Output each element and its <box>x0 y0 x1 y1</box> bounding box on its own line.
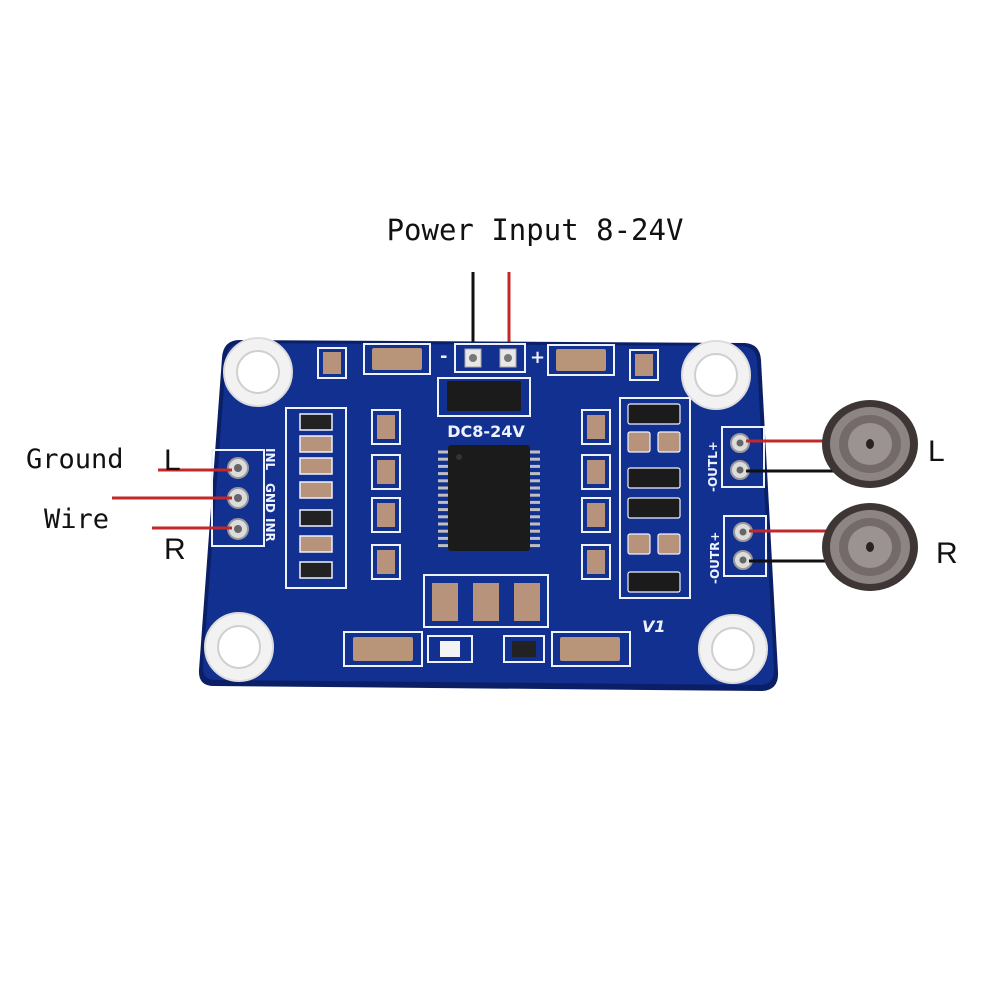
input-pin-inr: INR <box>263 518 277 542</box>
out-left-silkscreen: -OUTL+ <box>706 441 720 492</box>
smd-component <box>299 481 333 499</box>
output-component <box>627 571 681 593</box>
capacitor <box>377 550 395 574</box>
power-plus-sign: + <box>530 347 545 368</box>
smd-component <box>299 435 333 453</box>
ground-label: Ground <box>26 444 124 475</box>
input-components <box>285 407 347 589</box>
smd-component <box>299 509 333 527</box>
amplifier-ic <box>438 445 540 551</box>
capacitor <box>377 460 395 484</box>
chip-side-components <box>371 409 611 580</box>
top-components <box>317 343 659 381</box>
power-input-label: Power Input 8-24V <box>387 213 684 247</box>
speaker-right <box>822 503 918 591</box>
bottom-components <box>343 574 631 667</box>
capacitor <box>587 460 605 484</box>
power-header: - + <box>440 343 545 373</box>
smd-component <box>299 561 333 579</box>
out-right-silkscreen: -OUTR+ <box>708 532 722 584</box>
capacitor <box>377 503 395 527</box>
output-components <box>619 397 691 599</box>
input-right-label: R <box>164 533 186 566</box>
output-header-left <box>721 426 765 488</box>
output-component <box>657 431 681 453</box>
input-pin-inl: INL <box>263 448 277 471</box>
power-minus-sign: - <box>440 346 447 367</box>
capacitor-outline <box>371 454 401 490</box>
output-component <box>627 467 681 489</box>
capacitor-outline <box>581 497 611 533</box>
output-component <box>657 533 681 555</box>
capacitor-outline <box>581 409 611 445</box>
smd-component <box>299 413 333 431</box>
capacitor <box>587 503 605 527</box>
mounting-hole-bottom-right <box>698 614 768 684</box>
capacitor <box>377 415 395 439</box>
output-component <box>627 533 651 555</box>
output-component <box>627 403 681 425</box>
supply-voltage-silkscreen: DC8-24V <box>447 422 525 441</box>
speaker-left-label: L <box>928 435 945 468</box>
speaker-left <box>822 400 918 488</box>
input-pin-gnd: GND <box>263 483 277 513</box>
power-diode <box>437 377 531 417</box>
capacitor-outline <box>371 544 401 580</box>
capacitor-outline <box>581 454 611 490</box>
wire-label: Wire <box>44 504 109 535</box>
speaker-right-label: R <box>936 537 958 570</box>
output-header-right <box>723 515 767 577</box>
capacitor-outline <box>581 544 611 580</box>
mounting-hole-top-left <box>223 337 293 407</box>
input-left-label: L <box>164 444 181 477</box>
output-component <box>627 497 681 519</box>
mounting-hole-top-right <box>681 340 751 410</box>
capacitor-outline <box>371 497 401 533</box>
capacitor <box>587 415 605 439</box>
output-component <box>627 431 651 453</box>
capacitor <box>587 550 605 574</box>
version-silkscreen: V1 <box>642 617 666 636</box>
mounting-hole-bottom-left <box>204 612 274 682</box>
smd-component <box>299 457 333 475</box>
capacitor-outline <box>371 409 401 445</box>
smd-component <box>299 535 333 553</box>
